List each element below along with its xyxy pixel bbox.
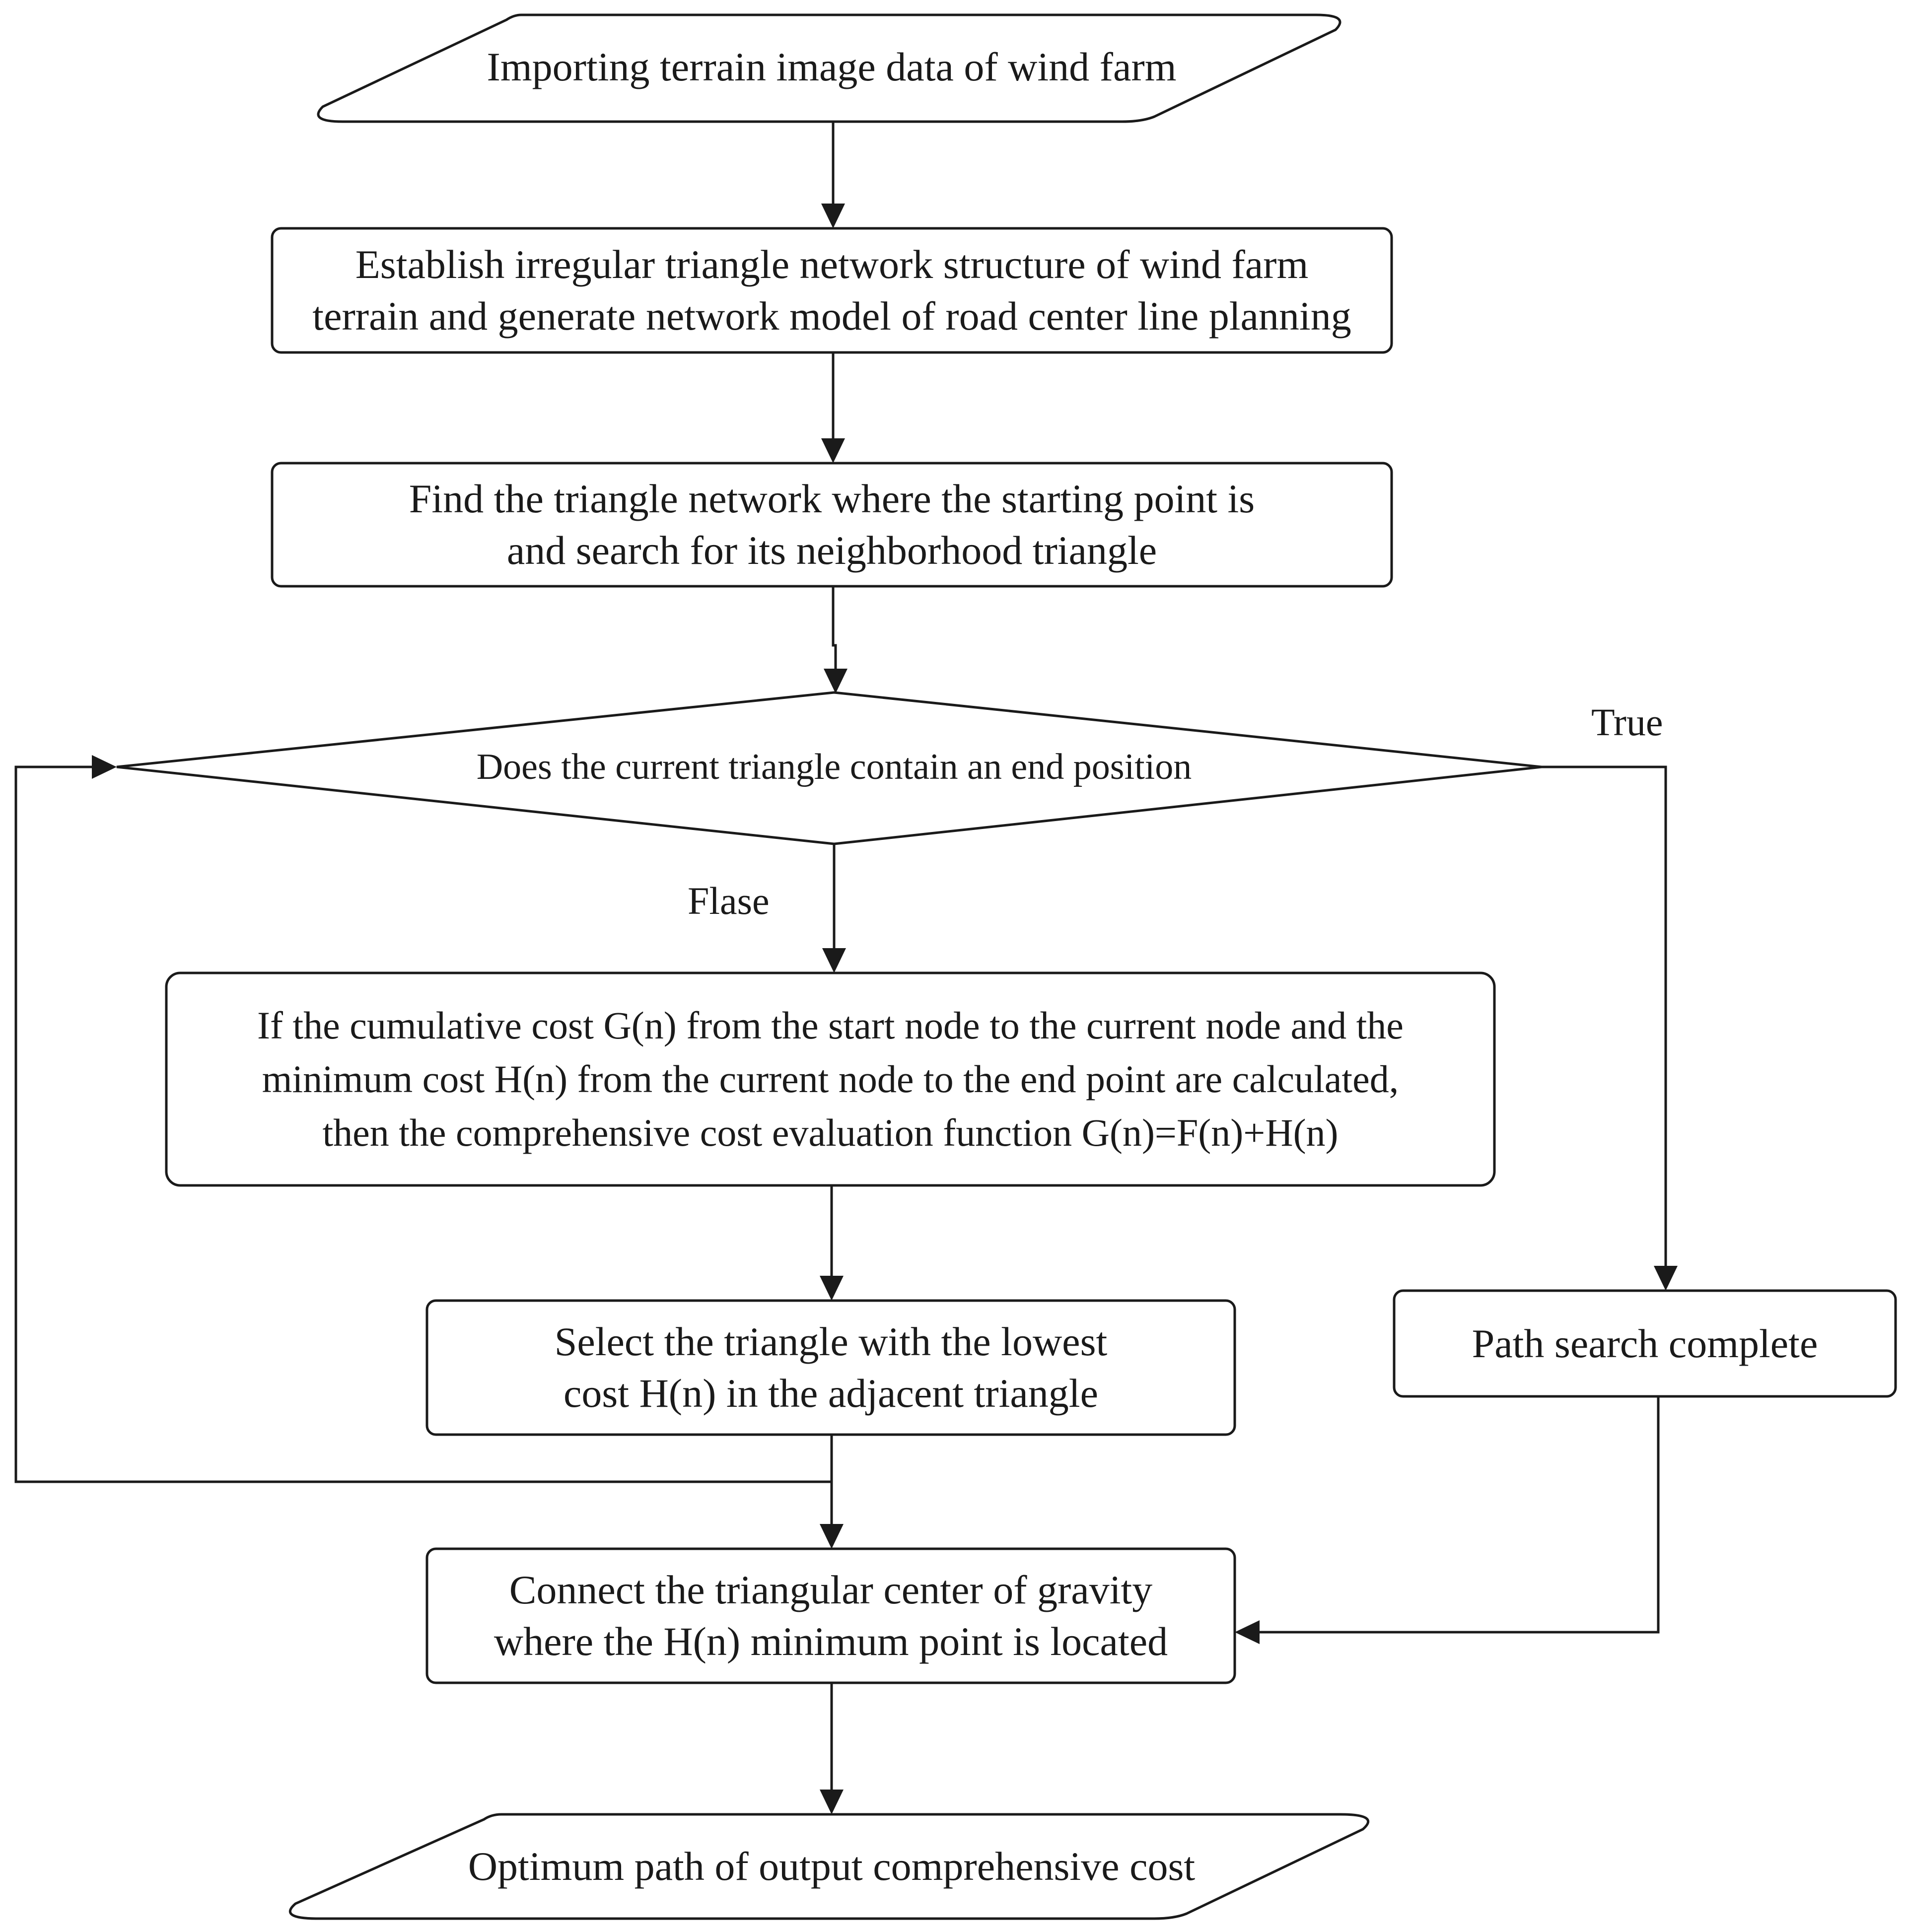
- arrowhead-connect-top: [820, 1524, 844, 1549]
- edge-loop-back-to-decision: [14, 765, 832, 1483]
- edge-decision-true: [1542, 765, 1667, 1268]
- find-line-1: Find the triangle network where the star…: [409, 476, 1255, 521]
- find-start-triangle-label: Find the triangle network where the star…: [272, 463, 1392, 586]
- establish-line-2: terrain and generate network model of ro…: [312, 293, 1351, 339]
- output-path-label: Optimum path of output comprehensive cos…: [468, 1844, 1196, 1889]
- connect-line-1: Connect the triangular center of gravity: [509, 1567, 1153, 1612]
- select-lowest-cost-label: Select the triangle with the lowest cost…: [427, 1301, 1235, 1435]
- establish-network-label: Establish irregular triangle network str…: [272, 228, 1392, 352]
- connect-line-2: where the H(n) minimum point is located: [494, 1619, 1168, 1664]
- arrowhead-decision-left: [92, 755, 117, 779]
- path-search-complete-label: Path search complete: [1472, 1320, 1818, 1366]
- import-data-shape: [317, 13, 1341, 123]
- arrowhead-connect-right: [1235, 1620, 1260, 1644]
- edge-complete-to-connect: [1257, 1396, 1660, 1634]
- arrowhead-decision-top: [824, 669, 847, 693]
- false-branch-label: Flase: [688, 879, 770, 922]
- cost-line-1: If the cumulative cost G(n) from the sta…: [257, 1004, 1404, 1047]
- cost-line-3: then the comprehensive cost evaluation f…: [322, 1111, 1339, 1154]
- establish-line-1: Establish irregular triangle network str…: [355, 242, 1309, 287]
- cost-line-2: minimum cost H(n) from the current node …: [262, 1057, 1399, 1101]
- arrowhead-cost: [822, 948, 846, 973]
- arrowhead-path-complete: [1654, 1266, 1678, 1291]
- import-data-label: Importing terrain image data of wind far…: [487, 44, 1177, 89]
- select-line-2: cost H(n) in the adjacent triangle: [564, 1371, 1098, 1416]
- arrowhead-establish: [821, 204, 845, 228]
- arrowhead-find: [821, 438, 845, 463]
- select-line-1: Select the triangle with the lowest: [554, 1319, 1108, 1364]
- true-branch-label: True: [1591, 700, 1663, 744]
- arrowhead-output: [820, 1790, 844, 1814]
- cost-evaluation-label: If the cumulative cost G(n) from the sta…: [166, 973, 1494, 1185]
- path-search-complete-shape: [1393, 1289, 1897, 1398]
- output-path-shape: [288, 1813, 1370, 1920]
- connect-gravity-center-label: Connect the triangular center of gravity…: [427, 1549, 1235, 1683]
- end-position-decision-label: Does the current triangle contain an end…: [476, 747, 1192, 787]
- find-line-2: and search for its neighborhood triangle: [506, 528, 1157, 573]
- arrowhead-select: [820, 1276, 844, 1301]
- edge-find-to-decision: [832, 586, 837, 671]
